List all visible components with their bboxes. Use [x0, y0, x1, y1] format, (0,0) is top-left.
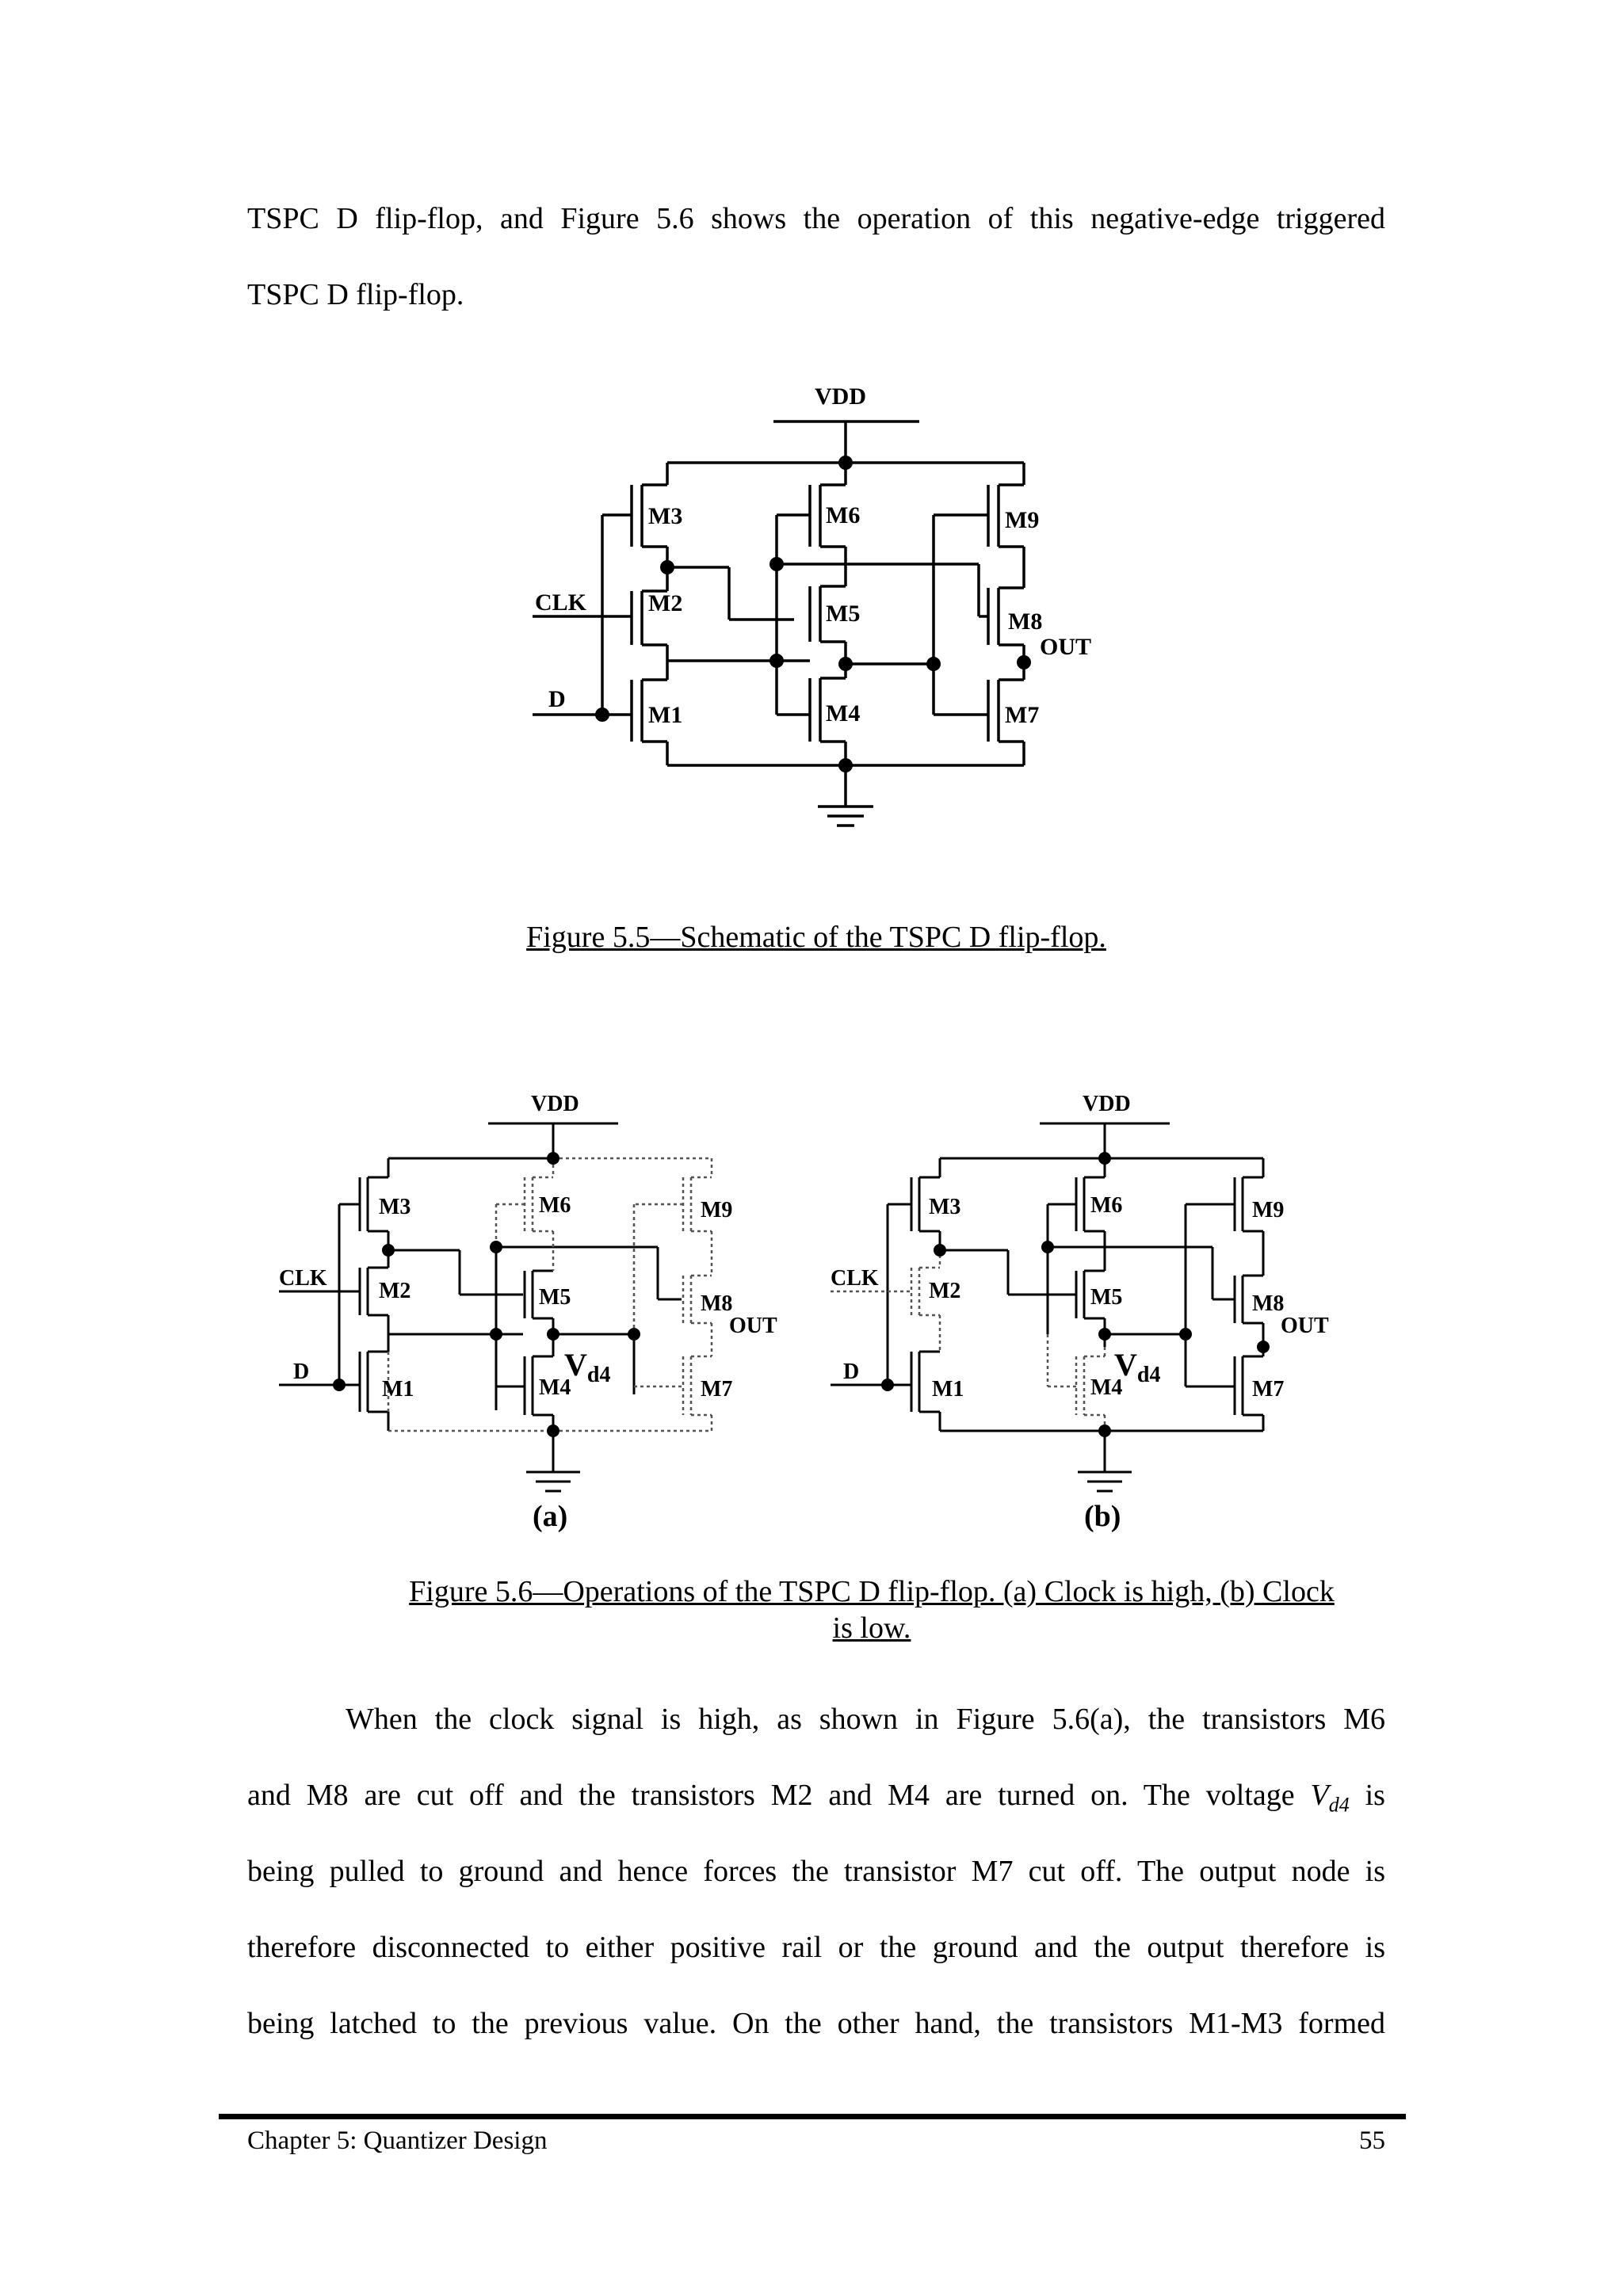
m9-label: M9: [1005, 507, 1039, 533]
panel-a-m6-label: M6: [539, 1193, 571, 1218]
figure-5-6-panel-a: VDD CLK D OUT M3 M2 M1 M6 M5 M4 M9 M8 M7…: [279, 1092, 777, 1533]
m5-label: M5: [826, 601, 860, 627]
panel-b-m4-label: M4: [1090, 1375, 1122, 1400]
body-line-2-pre: and M8 are cut off and the transistors M…: [247, 1779, 1311, 1812]
panel-a-m1-label: M1: [382, 1377, 414, 1402]
clk-label: CLK: [535, 589, 587, 616]
m1-label: M1: [648, 702, 682, 728]
figure-5-6-caption-line-1: Figure 5.6—Operations of the TSPC D flip…: [409, 1575, 1335, 1608]
m3-label: M3: [648, 503, 682, 529]
panel-b-vd4-label: Vd4: [1114, 1347, 1160, 1387]
m8-label: M8: [1008, 608, 1042, 635]
panel-a-m7-label: M7: [701, 1377, 732, 1402]
panel-b-vdd-label: VDD: [1083, 1092, 1131, 1116]
panel-a-m8-label: M8: [701, 1291, 732, 1316]
vd4-variable: V: [1310, 1779, 1329, 1812]
body-paragraph: When the clock signal is high, as shown …: [247, 1681, 1385, 2061]
panel-b-clk-label: CLK: [831, 1266, 879, 1291]
figure-5-6-panel-b: VDD CLK D OUT M3 M2 M1 M6 M5 M4 M9 M8 M7…: [831, 1092, 1329, 1533]
panel-b-label: (b): [1084, 1500, 1121, 1533]
panel-a-vdd-label: VDD: [531, 1092, 579, 1116]
panel-a-m3-label: M3: [379, 1195, 411, 1219]
figure-5-5-schematic: VDD CLK D OUT M3 M2 M1 M6 M5 M4 M9 M8 M7: [533, 383, 1091, 827]
panel-b-m9-label: M9: [1252, 1198, 1284, 1222]
body-line-1: When the clock signal is high, as shown …: [346, 1703, 1385, 1736]
panel-a-d-label: D: [293, 1360, 309, 1384]
panel-b-m2-label: M2: [929, 1279, 960, 1303]
body-line-4: therefore disconnected to either positiv…: [247, 1931, 1385, 1964]
figure-5-6-operations: VDD CLK D OUT M3 M2 M1 M6 M5 M4 M9 M8 M7…: [279, 1092, 1329, 1533]
body-line-5: being latched to the previous value. On …: [247, 2007, 1385, 2040]
panel-a-m4-label: M4: [539, 1375, 571, 1400]
out-label: OUT: [1040, 634, 1091, 660]
panel-a-m5-label: M5: [539, 1285, 571, 1310]
d-label: D: [548, 686, 566, 712]
panel-b-m6-label: M6: [1090, 1193, 1122, 1218]
intro-line-1: TSPC D flip-flop, and Figure 5.6 shows t…: [247, 202, 1385, 235]
figure-5-6-caption-line-2: is low.: [832, 1611, 911, 1645]
panel-b-m8-label: M8: [1252, 1291, 1284, 1316]
m6-label: M6: [826, 502, 860, 528]
intro-paragraph: TSPC D flip-flop, and Figure 5.6 shows t…: [247, 181, 1385, 333]
m2-label: M2: [648, 590, 682, 616]
footer-rule: [219, 2114, 1406, 2119]
panel-a-vd4-label: Vd4: [564, 1347, 610, 1387]
panel-a-label: (a): [533, 1500, 567, 1533]
page-number: 55: [1359, 2126, 1385, 2155]
panel-a-m2-label: M2: [379, 1279, 411, 1303]
body-line-2: and M8 are cut off and the transistors M…: [247, 1757, 1385, 1833]
body-line-2-post: is: [1349, 1779, 1385, 1812]
panel-a-m9-label: M9: [701, 1198, 732, 1222]
m7-label: M7: [1005, 702, 1039, 728]
panel-b-m3-label: M3: [929, 1195, 960, 1219]
footer-chapter: Chapter 5: Quantizer Design: [247, 2126, 548, 2155]
body-line-3: being pulled to ground and hence forces …: [247, 1855, 1385, 1888]
panel-a-clk-label: CLK: [279, 1266, 327, 1291]
panel-b-m1-label: M1: [932, 1377, 964, 1402]
figure-5-6-caption: Figure 5.6—Operations of the TSPC D flip…: [349, 1573, 1395, 1646]
panel-b-m7-label: M7: [1252, 1377, 1284, 1402]
figure-5-5-caption: Figure 5.5—Schematic of the TSPC D flip-…: [526, 921, 1106, 954]
intro-line-2: TSPC D flip-flop.: [247, 278, 464, 311]
panel-a-out-label: OUT: [729, 1314, 777, 1338]
panel-b-d-label: D: [843, 1360, 859, 1384]
m4-label: M4: [826, 700, 860, 727]
panel-b-m5-label: M5: [1090, 1285, 1122, 1310]
panel-b-out-label: OUT: [1281, 1314, 1329, 1338]
vdd-label: VDD: [815, 383, 866, 410]
vd4-subscript: d4: [1328, 1793, 1350, 1817]
